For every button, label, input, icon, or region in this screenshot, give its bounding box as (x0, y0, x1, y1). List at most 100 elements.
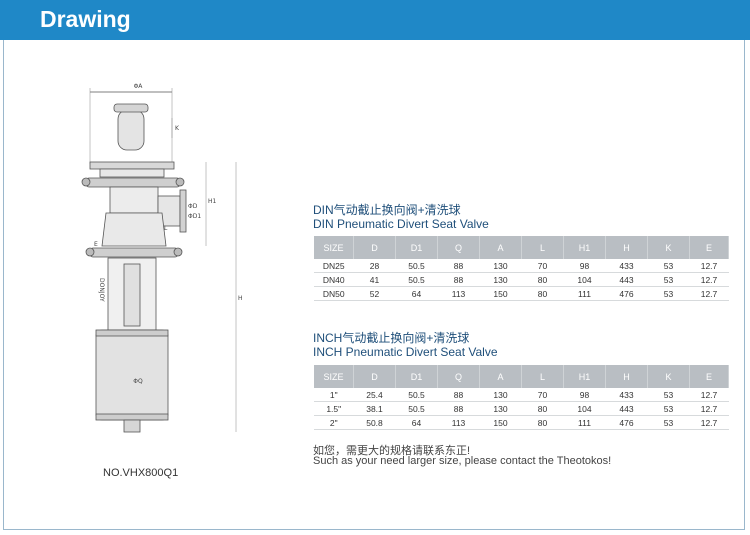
table-cell: 88 (437, 388, 480, 402)
label-h1: H1 (208, 198, 217, 205)
table-cell: 88 (437, 272, 480, 287)
table-cell: 70 (521, 259, 564, 273)
lower-bolt-right (173, 247, 183, 257)
table-cell: 98 (563, 388, 606, 402)
table-cell: DN40 (314, 272, 354, 287)
column-header: SIZE (314, 236, 354, 259)
table-cell: 150 (479, 286, 522, 301)
table-cell: 53 (647, 388, 690, 402)
label-k: K (175, 125, 180, 132)
column-header: H1 (563, 236, 606, 259)
table-cell: 53 (647, 415, 690, 430)
table-cell: 130 (479, 401, 522, 416)
clamp-bolt-left (81, 177, 91, 187)
table-cell: DN50 (314, 286, 354, 301)
table-cell: 111 (563, 415, 606, 430)
column-header: H (605, 236, 648, 259)
column-header: D (353, 365, 396, 388)
label-h: H (238, 295, 243, 302)
table-cell: 38.1 (353, 401, 396, 416)
label-e: E (94, 241, 98, 248)
table-cell: 50.5 (395, 259, 438, 273)
table-cell: 53 (647, 259, 690, 273)
header-banner: Drawing (0, 0, 750, 40)
column-header: L (521, 365, 564, 388)
column-header: K (647, 236, 690, 259)
note-english: Such as your need larger size, please co… (313, 455, 612, 467)
table-cell: 88 (437, 259, 480, 273)
table-cell: 130 (479, 259, 522, 273)
column-header: Q (437, 365, 480, 388)
table-cell: 443 (605, 272, 648, 287)
table-cell: 476 (605, 286, 648, 301)
table-cell: 12.7 (689, 401, 729, 416)
table-cell: 50.5 (395, 388, 438, 402)
table-cell: 443 (605, 401, 648, 416)
upper-clamp (85, 177, 181, 188)
column-header: D1 (395, 365, 438, 388)
column-header: A (479, 365, 522, 388)
table-cell: 28 (353, 259, 396, 273)
stem (123, 263, 141, 327)
table-cell: 53 (647, 401, 690, 416)
inch-title-en: INCH Pneumatic Divert Seat Valve (313, 345, 498, 359)
note-chinese: 如您，需更大的规格请联系东正! (313, 445, 471, 457)
table-cell: 53 (647, 286, 690, 301)
table-cell: 1.5" (314, 401, 354, 416)
table-cell: 41 (353, 272, 396, 287)
ball-cap (113, 103, 149, 113)
table-cell: 88 (437, 401, 480, 416)
table-cell: 130 (479, 272, 522, 287)
column-header: K (647, 365, 690, 388)
table-cell: 111 (563, 286, 606, 301)
table-cell: 433 (605, 388, 648, 402)
column-header: A (479, 236, 522, 259)
table-cell: 1" (314, 388, 354, 402)
lower-bolt-left (85, 247, 95, 257)
table-cell: 433 (605, 259, 648, 273)
inch-title-cn: INCH气动截止换向阀+清洗球 (313, 331, 470, 345)
lower-clamp (89, 247, 179, 258)
actuator-top (95, 329, 169, 337)
column-header: E (689, 365, 729, 388)
table-cell: 80 (521, 415, 564, 430)
table-cell: 80 (521, 401, 564, 416)
table-cell: 104 (563, 272, 606, 287)
table-cell: 52 (353, 286, 396, 301)
column-header: D1 (395, 236, 438, 259)
actuator-bottom (95, 413, 169, 421)
table-cell: 50.5 (395, 272, 438, 287)
column-header: SIZE (314, 365, 354, 388)
content-frame (3, 40, 745, 530)
din-title-en: DIN Pneumatic Divert Seat Valve (313, 217, 489, 231)
clamp-bolt-right (175, 177, 185, 187)
table-cell: 150 (479, 415, 522, 430)
actuator-fitting (123, 419, 141, 433)
column-header: Q (437, 236, 480, 259)
table-cell: 12.7 (689, 415, 729, 430)
table-cell: 64 (395, 415, 438, 430)
upper-body (109, 186, 159, 214)
top-flange (89, 161, 175, 170)
column-header: D (353, 236, 396, 259)
table-cell: 80 (521, 286, 564, 301)
table-cell: 53 (647, 272, 690, 287)
actuator (95, 329, 169, 421)
table-cell: 130 (479, 388, 522, 402)
label-d: ΦD (188, 203, 198, 210)
page-title: Drawing (40, 6, 131, 32)
table-cell: 113 (437, 415, 480, 430)
label-a: ΦA (134, 83, 144, 90)
table-cell: 104 (563, 401, 606, 416)
model-number: NO.VHX800Q1 (103, 467, 179, 479)
table-cell: 25.4 (353, 388, 396, 402)
label-q: ΦQ (133, 378, 143, 385)
column-header: H (605, 365, 648, 388)
